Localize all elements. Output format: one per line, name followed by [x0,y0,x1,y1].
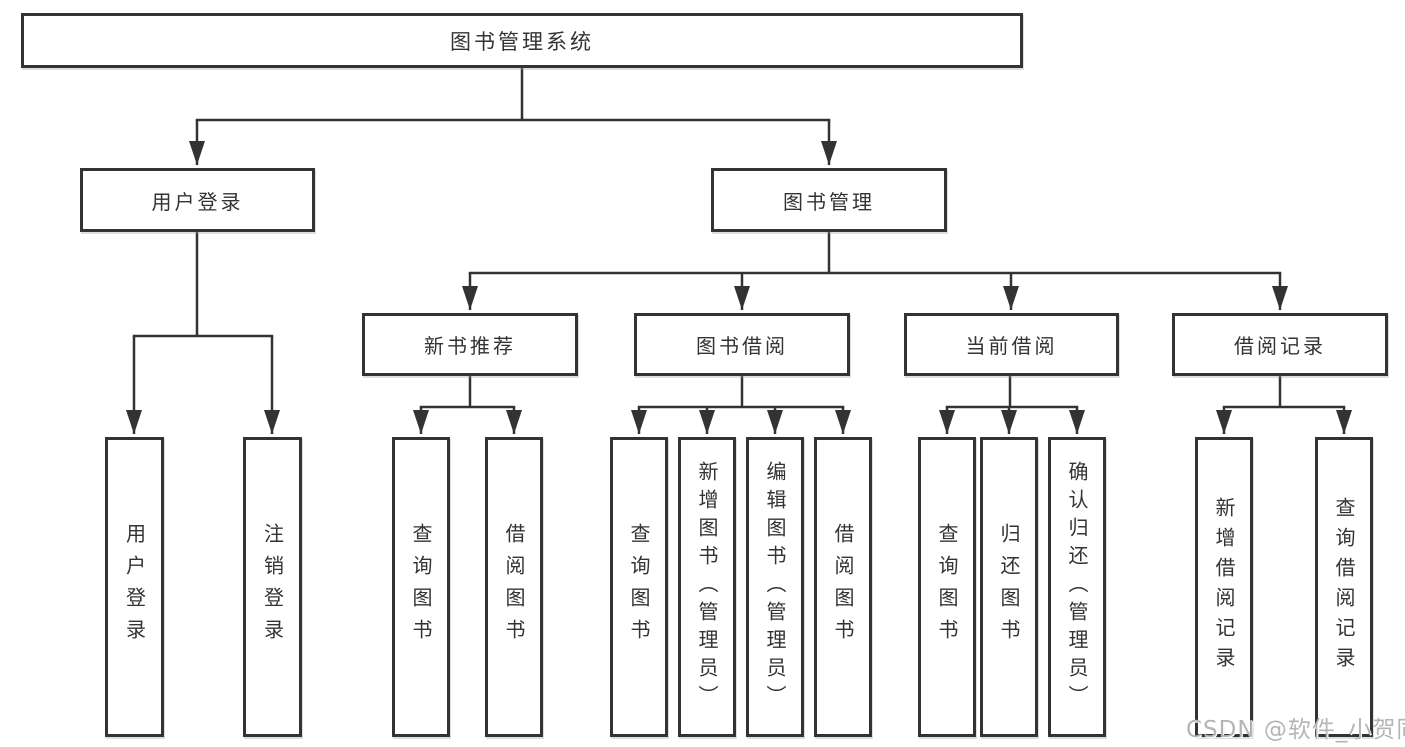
node-book-management-label: 图书管理 [783,189,875,214]
leaf-edit-book-admin: 编辑图书（管理员） [746,437,804,737]
leaf-add-book-admin: 新增图书（管理员） [678,437,736,737]
leaf-borrow-books-1-label: 借阅图书 [502,523,526,651]
leaf-return-books-label: 归还图书 [997,523,1021,651]
leaf-confirm-return-admin: 确认归还（管理员） [1048,437,1106,737]
leaf-query-books-1-label: 查询图书 [409,523,433,651]
node-new-book-recommendation: 新书推荐 [362,313,578,376]
leaf-query-books-2-label: 查询图书 [627,523,651,651]
leaf-query-books-2: 查询图书 [610,437,668,737]
leaf-add-borrow-record: 新增借阅记录 [1195,437,1253,737]
csdn-watermark: CSDN @软件_小贺同学 [1186,717,1405,743]
node-book-borrowing: 图书借阅 [634,313,850,376]
leaf-edit-book-admin-label: 编辑图书（管理员） [763,461,787,713]
node-new-book-recommendation-label: 新书推荐 [424,334,516,358]
node-current-borrowing: 当前借阅 [904,313,1119,376]
leaf-add-borrow-record-label: 新增借阅记录 [1212,497,1236,677]
leaf-return-books: 归还图书 [980,437,1038,737]
leaf-borrow-books-1: 借阅图书 [485,437,543,737]
node-user-login-label: 用户登录 [151,189,244,214]
leaf-query-books-3-label: 查询图书 [935,523,959,651]
leaf-logout: 注销登录 [243,437,302,737]
leaf-query-books-3: 查询图书 [918,437,976,737]
node-borrowing-records-label: 借阅记录 [1234,334,1326,358]
leaf-add-book-admin-label: 新增图书（管理员） [695,461,719,713]
node-borrowing-records: 借阅记录 [1172,313,1388,376]
node-user-login: 用户登录 [80,168,315,232]
leaf-borrow-books-2: 借阅图书 [814,437,872,737]
node-root-label: 图书管理系统 [450,29,594,54]
leaf-query-borrow-record-label: 查询借阅记录 [1332,497,1356,677]
leaf-user-login-label: 用户登录 [122,523,147,651]
node-current-borrowing-label: 当前借阅 [965,334,1058,358]
leaf-logout-label: 注销登录 [260,523,285,651]
node-book-borrowing-label: 图书借阅 [696,334,788,358]
leaf-borrow-books-2-label: 借阅图书 [831,523,855,651]
node-root: 图书管理系统 [21,13,1023,68]
leaf-confirm-return-admin-label: 确认归还（管理员） [1065,461,1089,713]
leaf-query-borrow-record: 查询借阅记录 [1315,437,1373,737]
leaf-query-books-1: 查询图书 [392,437,450,737]
node-book-management: 图书管理 [711,168,947,232]
leaf-user-login: 用户登录 [105,437,164,737]
